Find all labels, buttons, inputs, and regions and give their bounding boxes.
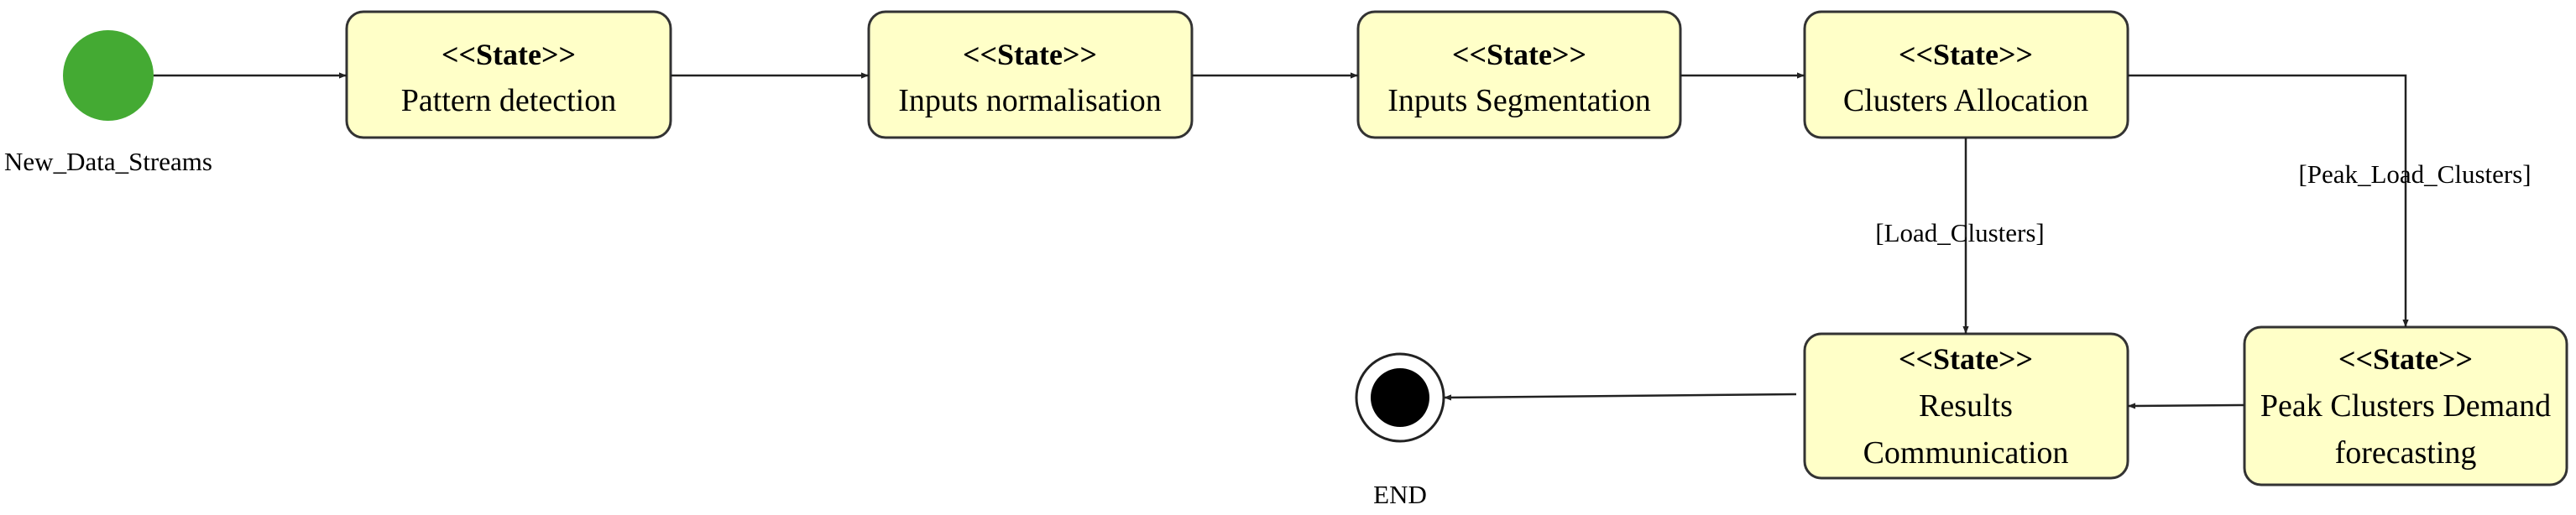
state-inputs-normalisation: <<State>> Inputs normalisation [867,10,1194,139]
edge-label-load-clusters: [Load_Clusters] [1875,218,2044,247]
state-label-line-2: forecasting [2335,435,2477,471]
transition-results-to-end [1443,393,1797,401]
state-stereotype: <<State>> [442,38,576,71]
state-label-line-2: Communication [1863,435,2069,471]
state-label: Inputs normalisation [898,83,1161,118]
start-circle-icon [63,30,154,121]
state-pattern-detection: <<State>> Pattern detection [345,10,672,139]
state-stereotype: <<State>> [963,38,1097,71]
state-stereotype: <<State>> [1899,38,2033,71]
state-label: Clusters Allocation [1843,83,2088,118]
state-label: Pattern detection [401,83,616,118]
state-label: Inputs Segmentation [1387,83,1650,118]
state-peak-forecasting: <<State>> Peak Clusters Demand forecasti… [2243,325,2568,486]
state-stereotype: <<State>> [2338,342,2473,376]
start-label: New_Data_Streams [4,147,212,176]
state-inputs-segmentation: <<State>> Inputs Segmentation [1356,10,1682,139]
end-dot-icon [1371,368,1429,427]
transition-allocation-to-peak [2128,74,2409,327]
state-results-communication: <<State>> Results Communication [1803,332,2129,480]
transition-peak-to-results [2127,403,2245,409]
state-stereotype: <<State>> [1899,342,2033,376]
end-node: END [1355,352,1445,509]
state-clusters-allocation: <<State>> Clusters Allocation [1803,10,2129,139]
edge-label-peak-load-clusters: [Peak_Load_Clusters] [2298,159,2531,189]
state-label-line-1: Peak Clusters Demand [2260,388,2551,424]
start-node: New_Data_Streams [4,30,212,176]
end-label: END [1373,480,1427,509]
state-label-line-1: Results [1919,388,2013,424]
state-stereotype: <<State>> [1452,38,1586,71]
